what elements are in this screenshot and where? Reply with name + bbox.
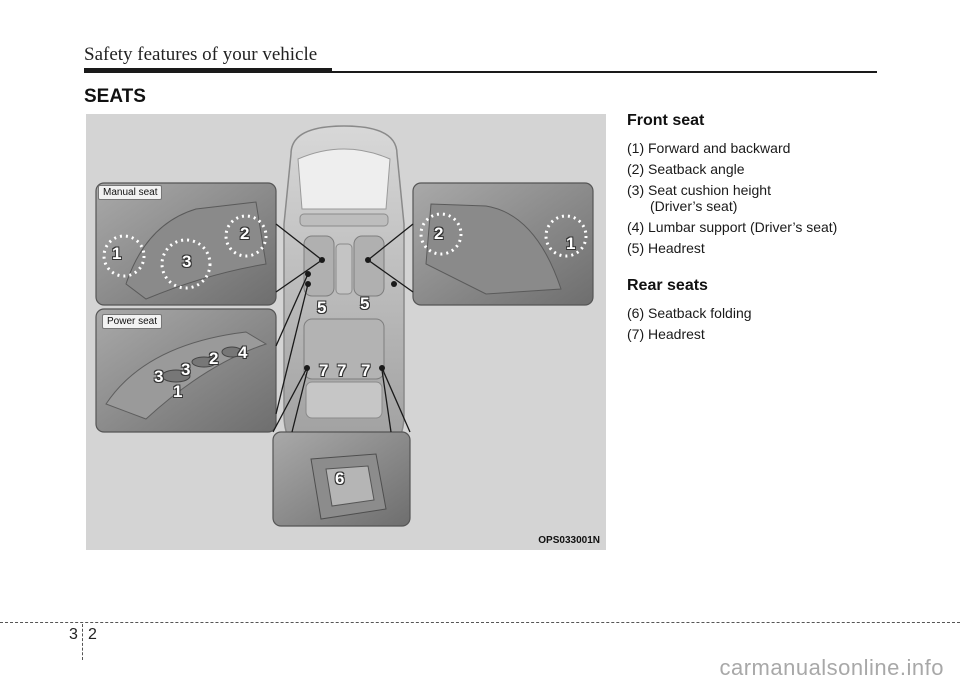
callout-power-2: 2 bbox=[209, 349, 219, 368]
footer-divider bbox=[82, 624, 83, 660]
manual-seat-label: Manual seat bbox=[98, 185, 163, 200]
callout-rear-7b: 7 bbox=[337, 361, 347, 380]
callout-right-1: 1 bbox=[566, 234, 576, 253]
seats-illustration: Manual seat Power seat 1 2 3 2 1 3 3 2 4… bbox=[86, 114, 606, 550]
header-rule-thin bbox=[332, 71, 877, 73]
callout-rear-7a: 7 bbox=[319, 361, 329, 380]
callout-right-2: 2 bbox=[434, 224, 444, 243]
callout-power-3a: 3 bbox=[154, 367, 164, 386]
callout-manual-3: 3 bbox=[182, 252, 192, 271]
callout-headrest-5a: 5 bbox=[317, 298, 327, 317]
front-seat-item-text: (4) Lumbar support (Driver’s seat) bbox=[627, 219, 838, 235]
seat-descriptions: Front seat (1) Forward and backward (2) … bbox=[627, 112, 927, 347]
rear-seat-item: (7) Headrest bbox=[627, 326, 927, 342]
front-seat-item-text: (5) Headrest bbox=[627, 240, 705, 256]
page-number: 2 bbox=[88, 626, 97, 643]
front-seat-item: (4) Lumbar support (Driver’s seat) bbox=[627, 219, 927, 235]
rear-seat-item-text: (6) Seatback folding bbox=[627, 305, 752, 321]
rear-seats-heading: Rear seats bbox=[627, 277, 708, 294]
header-rule bbox=[84, 68, 332, 73]
watermark: carmanualsonline.info bbox=[719, 655, 944, 680]
rear-seat-item: (6) Seatback folding bbox=[627, 305, 927, 321]
callout-headrest-5b: 5 bbox=[360, 294, 370, 313]
callout-fold-6: 6 bbox=[335, 469, 345, 488]
front-seat-item-text: (1) Forward and backward bbox=[627, 140, 791, 156]
callout-power-1: 1 bbox=[173, 382, 183, 401]
power-seat-label: Power seat bbox=[102, 314, 163, 329]
front-seat-item-text: (2) Seatback angle bbox=[627, 161, 745, 177]
section-title: SEATS bbox=[84, 86, 146, 107]
front-seat-item: (2) Seatback angle bbox=[627, 161, 927, 177]
front-seat-item: (3) Seat cushion height (Driver’s seat) bbox=[627, 182, 927, 214]
figure-code: OPS033001N bbox=[538, 535, 600, 546]
front-seat-item: (1) Forward and backward bbox=[627, 140, 927, 156]
callout-rear-7c: 7 bbox=[361, 361, 371, 380]
page-section-number: 3 bbox=[69, 626, 78, 643]
rear-seat-item-text: (7) Headrest bbox=[627, 326, 705, 342]
callout-power-4: 4 bbox=[238, 343, 248, 362]
callout-power-3b: 3 bbox=[181, 360, 191, 379]
front-seat-item-text: (3) Seat cushion height bbox=[627, 182, 771, 198]
header-title: Safety features of your vehicle bbox=[84, 44, 318, 65]
front-seat-item: (5) Headrest bbox=[627, 240, 927, 256]
front-seat-heading: Front seat bbox=[627, 112, 705, 129]
callout-manual-2: 2 bbox=[240, 224, 250, 243]
seats-illustration-svg bbox=[86, 114, 606, 550]
callout-manual-1: 1 bbox=[112, 244, 122, 263]
front-seat-item-continuation: (Driver’s seat) bbox=[650, 198, 738, 214]
footer-rule bbox=[0, 622, 960, 623]
